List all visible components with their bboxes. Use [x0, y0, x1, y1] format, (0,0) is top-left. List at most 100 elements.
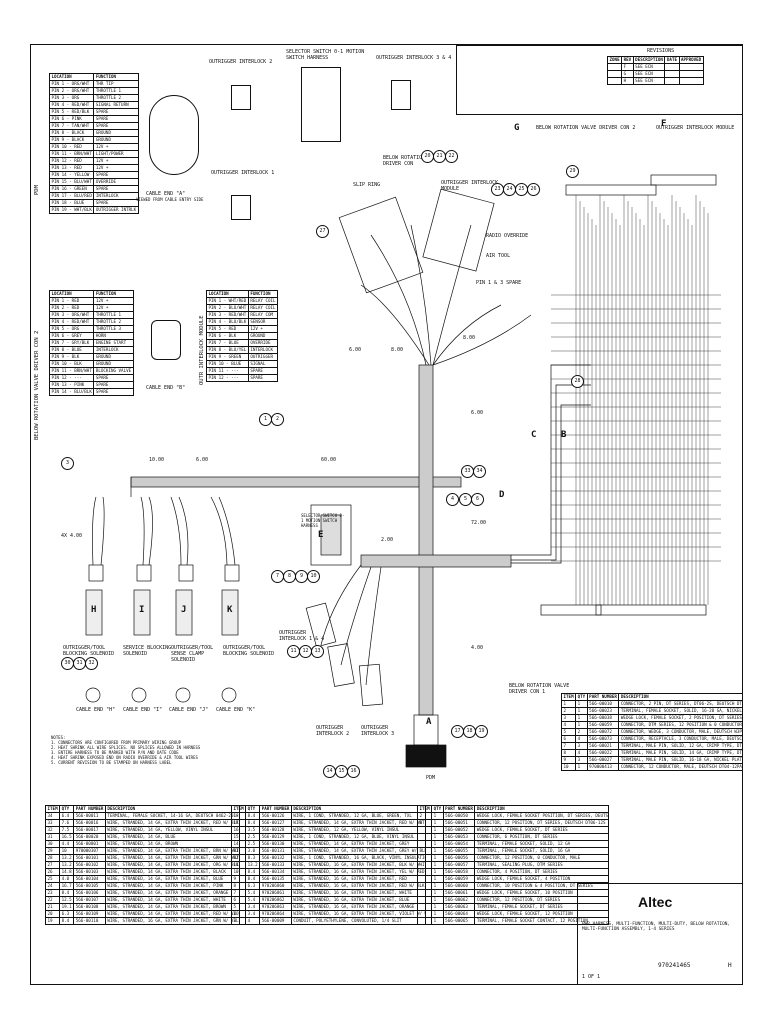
table-cell: 1	[431, 917, 444, 925]
table-cell: PIN 13 - PINK	[48, 381, 95, 389]
table-cell: 16.5	[59, 833, 75, 841]
table-cell: 16	[230, 826, 247, 834]
table-cell: SIGNAL RETURN	[93, 101, 139, 109]
table-cell: 566-00060	[442, 882, 476, 890]
table-header-cell: LOCATION	[206, 290, 249, 298]
table-cell	[416, 889, 433, 897]
table-cell	[416, 826, 433, 834]
table-cell: 13	[230, 847, 247, 855]
table-cell: 566-00010	[586, 700, 620, 708]
note-line: 4. HEAT SHRINK EXPOSED END ON RADIO OVER…	[51, 755, 198, 760]
table-cell: 7.6	[59, 819, 75, 827]
table-cell: 566-00022	[586, 749, 620, 757]
table-cell: 4	[575, 735, 588, 743]
cable-end-k-label: CABLE END "K"	[216, 707, 256, 713]
label-interlock-module-relay: OUTRIGGER INTERLOCK MODULE	[656, 125, 735, 131]
table-row: PIN 12 - ---SPARE	[206, 374, 279, 382]
table-cell: 21	[44, 903, 61, 911]
item-balloon: 4	[446, 493, 459, 506]
table-cell: PIN 3 - ORG/WHT	[48, 311, 95, 319]
table-cell: CONNECTOR, 12 POSITION, DT SERIES, DEUTS…	[474, 819, 610, 827]
table-cell: 31	[44, 833, 61, 841]
table-cell: 6	[230, 896, 247, 904]
table-cell: TERMINAL, FEMALE SOCKET, SOLID, 12 GA	[474, 840, 610, 848]
table-cell: CONNECTOR, 2 PIN, DT SERIES, DT06-2S, DE…	[618, 700, 742, 708]
table-cell: LIGHT/POWER	[93, 150, 139, 158]
table-cell: WIRE, 1 COND, STRANDED, 12 GA, BLUE, VIN…	[290, 833, 426, 841]
table-cell: 8.4	[245, 819, 261, 827]
cable-end-a-label: CABLE END "A"	[146, 191, 186, 197]
item-balloon: 28	[571, 375, 584, 388]
table-cell: WIRE, STRANDED, 14 GA, EXTRA THIN JACKET…	[290, 819, 426, 827]
label-k-solenoid: OUTRIGGER/TOOL BLOCKING SOLENOID	[223, 645, 275, 657]
connector-letter-a: A	[426, 717, 432, 727]
dim-60: 60.00	[321, 457, 337, 463]
table-cell: 27	[44, 861, 61, 869]
table-cell	[416, 840, 433, 848]
label-pin-spare: PIN 1 & 3 SPARE	[476, 280, 522, 286]
table-cell: OVERRIDE	[93, 178, 139, 186]
table-cell: 566-00108	[73, 903, 106, 911]
table-cell: 566-00130	[259, 840, 292, 848]
table-cell: SPARE	[93, 171, 139, 179]
table-cell: WIRE, STRANDED, 14 GA, EXTRA THIN JACKET…	[104, 889, 240, 897]
table-cell: 566-00020	[73, 833, 106, 841]
table-cell: SPARE	[93, 185, 139, 193]
table-cell: 566-00128	[259, 826, 292, 834]
table-cell	[606, 63, 623, 71]
table-cell: PIN 9 - GREEN	[206, 353, 249, 361]
table-cell: 5.4	[245, 896, 261, 904]
dim-6c: 6.00	[349, 347, 362, 353]
table-cell: 970206862	[259, 896, 292, 904]
table-cell: WIRE, STRANDED, 14 GA, EXTRA THIN JACKET…	[104, 896, 240, 904]
table-cell: 12	[230, 854, 247, 862]
table-cell: WIRE, STRANDED, 16 GA, EXTRA THIN JACKET…	[290, 875, 426, 883]
table-header-cell: APPROVED	[678, 56, 704, 64]
label-outrigger-module: OUTRIGGER INTERLOCK MODULE	[441, 180, 499, 192]
note-line: 1. CONNECTORS ARE CONFIGURED FROM PRIMAR…	[51, 740, 182, 745]
item-balloon: 9	[295, 570, 308, 583]
table-cell: 1	[416, 819, 433, 827]
table-cell: 566-00057	[442, 861, 476, 869]
table-cell: CONNECTOR, 6 POSITION, DT SERIES	[474, 833, 610, 841]
connector-letter-g: G	[514, 123, 520, 133]
table-cell	[416, 917, 433, 925]
table-cell: 32	[44, 826, 61, 834]
table-header-cell: FUNCTION	[93, 290, 134, 298]
table-cell: WEDGE LOCK, FEMALE SOCKET POSITION, DT S…	[474, 812, 610, 820]
table-cell: 7	[560, 742, 577, 750]
table-cell: 566-00132	[259, 854, 292, 862]
table-cell: WIRE, STRANDED, 16 GA, EXTRA THIN JACKET…	[290, 910, 426, 918]
table-cell: PIN 5 - RED/BLK	[48, 108, 95, 116]
dim-4: 4.00	[471, 645, 484, 651]
table-cell: TERMINAL, MALE PIN, SOLID, 14 GA, CRIMP …	[618, 749, 742, 757]
table-cell: INTERLOCK	[93, 346, 134, 354]
table-cell: TERMINAL, FEMALE SOCKET, SOLID, 16 GA	[474, 847, 610, 855]
dim-2: 2.00	[381, 537, 394, 543]
part-number: 970241465	[658, 962, 691, 969]
table-cell: PIN 4 - RED/WHT	[48, 101, 95, 109]
table-cell: WIRE, STRANDED, 14 GA, BROWN	[104, 840, 240, 848]
table-cell: PIN 3 - RED/WHT	[206, 311, 249, 319]
table-cell: PIN 12 - ---	[206, 374, 249, 382]
table-cell: 12V +	[93, 164, 139, 172]
note-line: 2. HEAT SHRINK ALL WIRE SPLICES. NO SPLI…	[51, 745, 201, 750]
table-cell: PIN 14 - YELLOW	[48, 171, 95, 179]
